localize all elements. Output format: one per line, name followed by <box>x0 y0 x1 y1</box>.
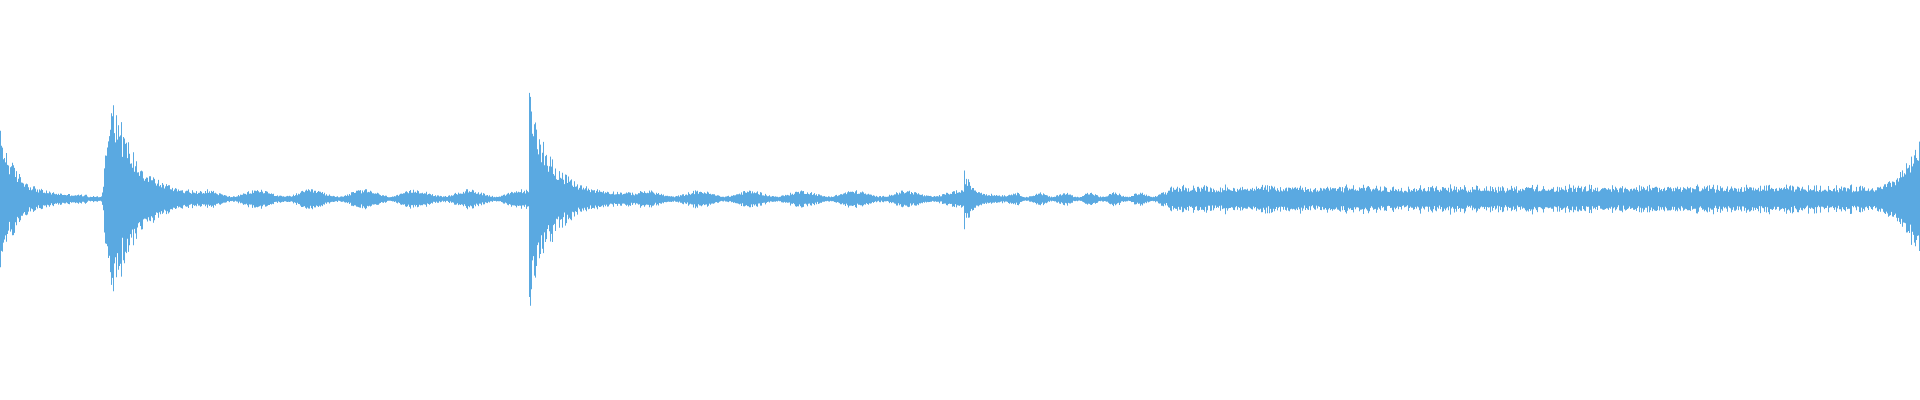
waveform-trace <box>0 92 1920 306</box>
